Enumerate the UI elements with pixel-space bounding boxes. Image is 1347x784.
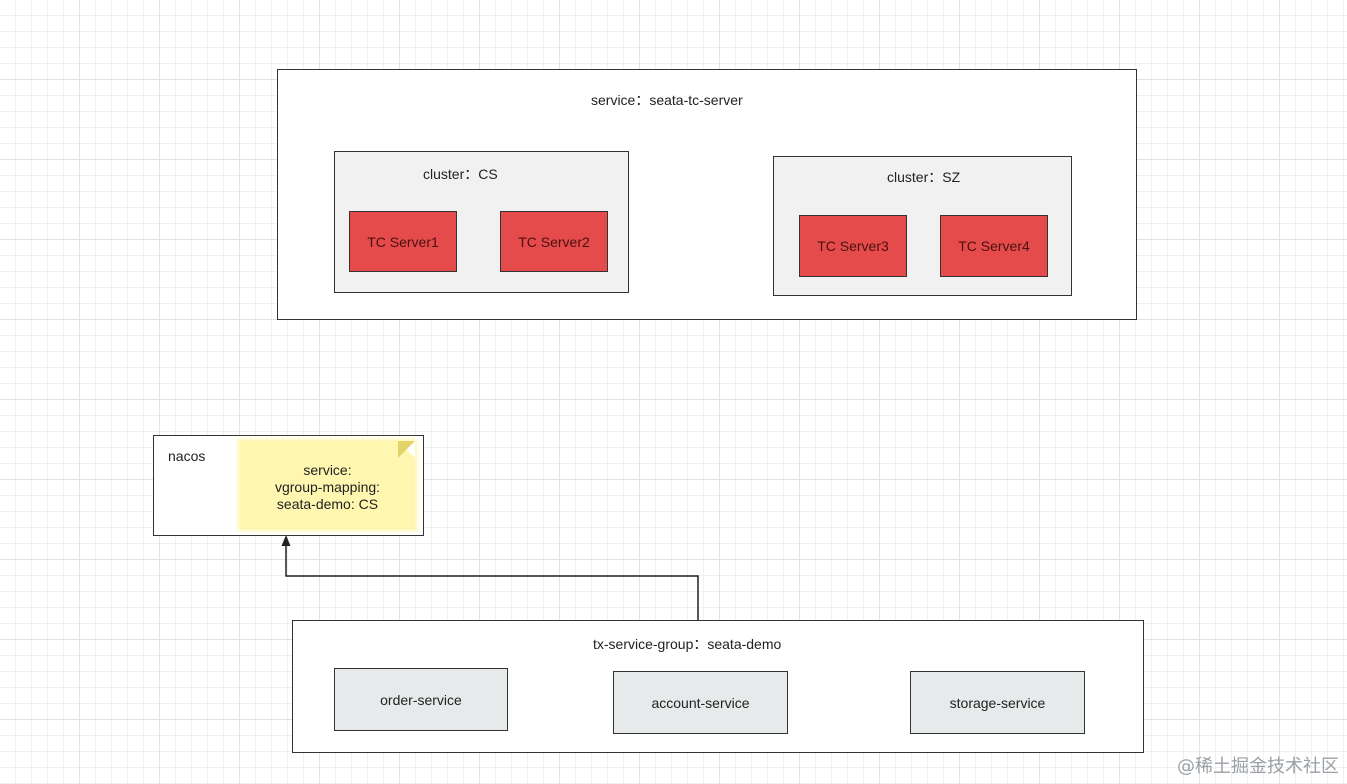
nacos-label: nacos (168, 448, 206, 464)
account-service-box[interactable]: account-service (613, 671, 788, 734)
order-service-box[interactable]: order-service (334, 668, 508, 731)
connector-line (285, 545, 699, 621)
note-line-1: service: (303, 462, 352, 478)
note-line-3: seata-demo: CS (276, 496, 379, 512)
vgroup-mapping-note[interactable]: service: vgroup-mapping: seata-demo: CS (240, 441, 415, 529)
cluster-cs-label: cluster：CS (423, 166, 498, 182)
tc-server-1[interactable]: TC Server1 (349, 211, 457, 272)
tc-server-3[interactable]: TC Server3 (799, 215, 907, 277)
note-fold-shadow (398, 441, 415, 458)
watermark: @稀土掘金技术社区 (1177, 756, 1339, 777)
tc-server-2[interactable]: TC Server2 (500, 211, 608, 272)
tx-group-label: tx-service-group：seata-demo (593, 636, 782, 652)
note-line-2: vgroup-mapping: (274, 479, 381, 495)
storage-service-box[interactable]: storage-service (910, 671, 1085, 734)
cluster-sz-label: cluster：SZ (887, 169, 961, 185)
arrow-head-icon (281, 535, 291, 546)
tc-server-4[interactable]: TC Server4 (940, 215, 1048, 277)
service-label: service：seata-tc-server (591, 92, 743, 108)
